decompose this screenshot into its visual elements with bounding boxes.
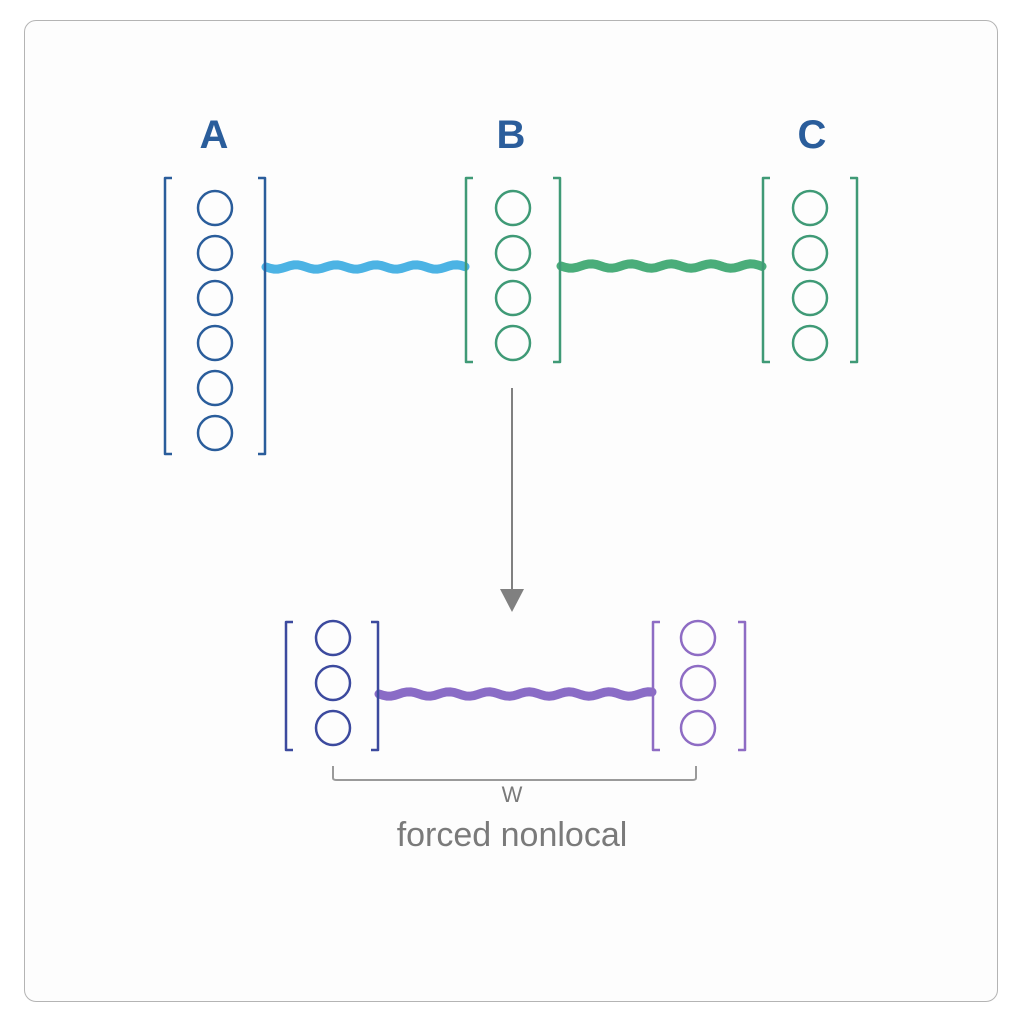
node-c-label: C xyxy=(798,113,827,157)
register-c-left-bracket xyxy=(761,176,770,364)
register-a-qubit-circle xyxy=(196,324,234,362)
register-a-left-bracket xyxy=(163,176,172,456)
register-result-left-qubit-circle xyxy=(314,664,352,702)
register-c xyxy=(761,176,859,364)
register-c-qubit-circle xyxy=(791,189,829,227)
register-result-right-qubit-circle xyxy=(679,619,717,657)
register-a-qubit-circle xyxy=(196,369,234,407)
link-result xyxy=(374,687,657,701)
register-c-qubit-circle xyxy=(791,234,829,272)
register-a-qubit-circle xyxy=(196,234,234,272)
node-b-label: B xyxy=(497,113,526,157)
node-a-label: A xyxy=(200,113,229,157)
register-a xyxy=(163,176,267,456)
register-result-right-right-bracket xyxy=(738,620,747,752)
brace-label: W xyxy=(502,782,523,807)
register-b-left-bracket xyxy=(464,176,473,364)
register-a-right-bracket xyxy=(258,176,267,456)
register-c-right-bracket xyxy=(850,176,859,364)
register-result-right-qubit-circle xyxy=(679,709,717,747)
register-b-qubit-circle xyxy=(494,234,532,272)
register-b-qubit-circle xyxy=(494,279,532,317)
register-c-qubit-circle xyxy=(791,324,829,362)
result-brace xyxy=(332,766,697,781)
register-b-right-bracket xyxy=(553,176,562,364)
register-result-right-qubit-circle xyxy=(679,664,717,702)
register-a-qubit-circle xyxy=(196,414,234,452)
link-b-c xyxy=(556,259,767,273)
register-result-left-left-bracket xyxy=(284,620,293,752)
register-b-qubit-circle xyxy=(494,189,532,227)
register-result-right-left-bracket xyxy=(651,620,660,752)
register-b-qubit-circle xyxy=(494,324,532,362)
register-result-left-qubit-circle xyxy=(314,619,352,657)
register-result-left-right-bracket xyxy=(371,620,380,752)
register-result-right xyxy=(651,619,747,752)
register-c-qubit-circle xyxy=(791,279,829,317)
register-result-left xyxy=(284,619,380,752)
register-a-qubit-circle xyxy=(196,189,234,227)
register-result-left-qubit-circle xyxy=(314,709,352,747)
arrow-head xyxy=(500,589,524,612)
link-a-b xyxy=(261,260,470,274)
result-caption: forced nonlocal xyxy=(397,816,628,854)
register-a-qubit-circle xyxy=(196,279,234,317)
register-b xyxy=(464,176,562,364)
